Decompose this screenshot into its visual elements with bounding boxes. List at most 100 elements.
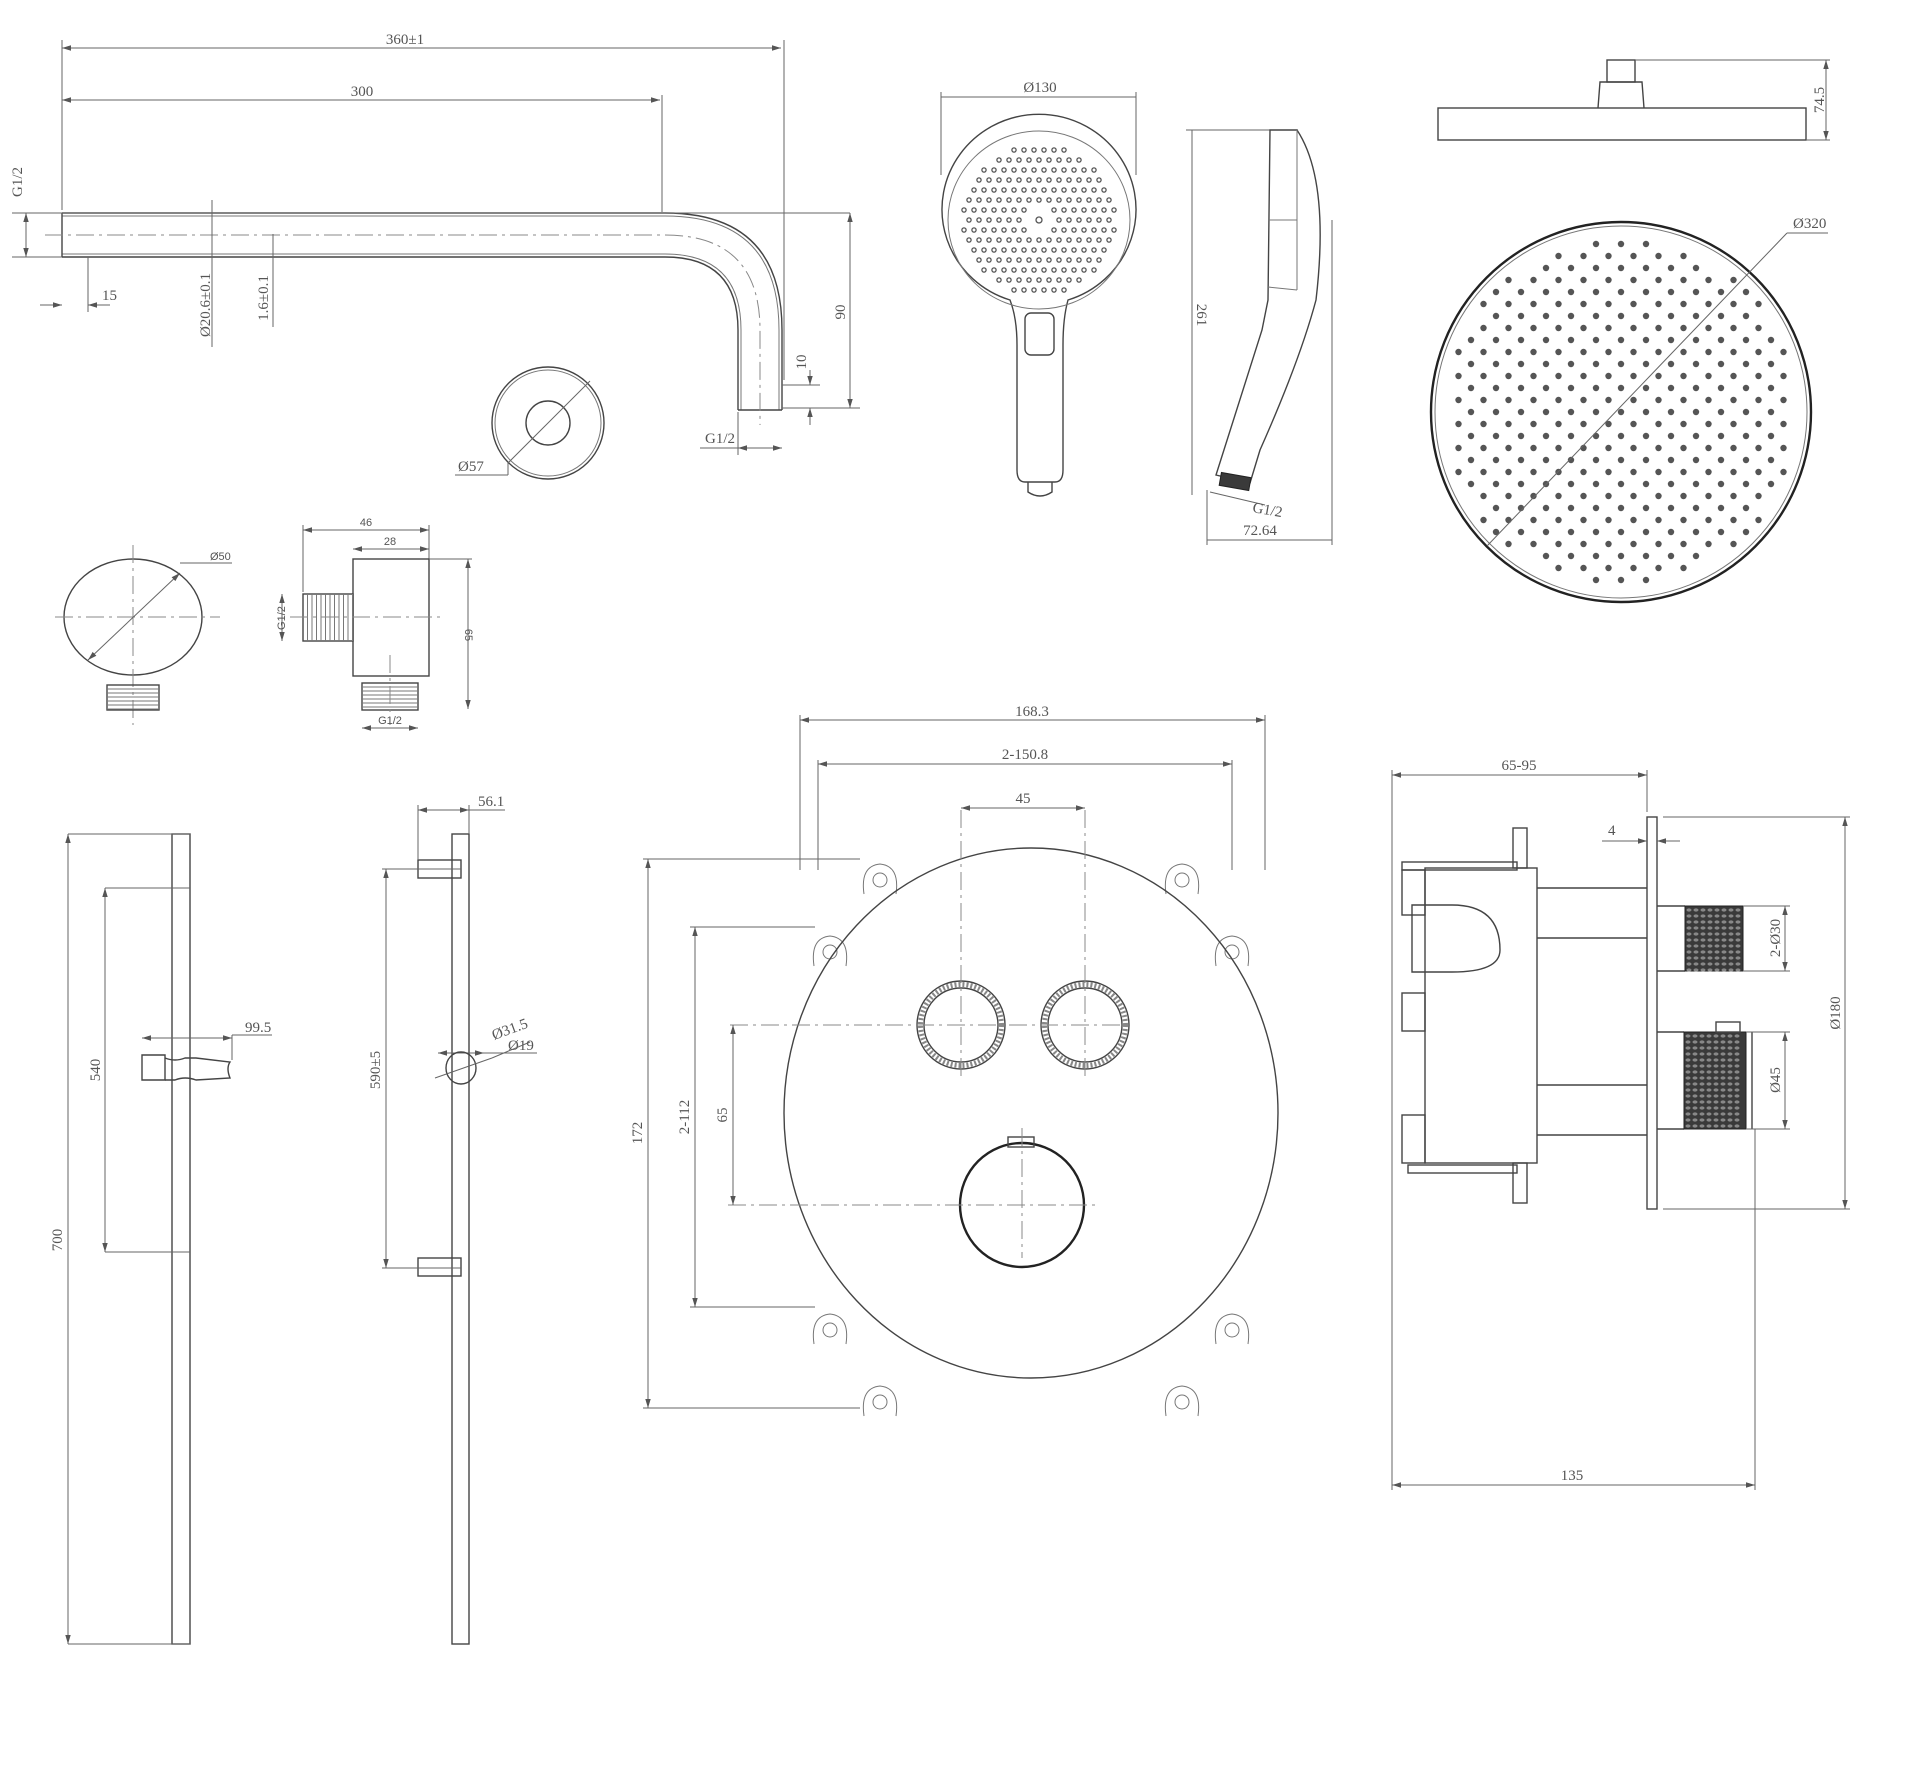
nozzle xyxy=(1617,504,1625,512)
nozzle xyxy=(1692,384,1700,392)
nozzle xyxy=(1655,252,1662,260)
nozzle xyxy=(986,217,992,223)
nozzle xyxy=(1630,420,1637,428)
rain-shower-neck xyxy=(1597,81,1645,109)
nozzle xyxy=(1542,312,1550,320)
nozzle xyxy=(1081,207,1087,213)
nozzle xyxy=(1517,312,1525,320)
nozzle xyxy=(1061,207,1067,213)
knurl-cell xyxy=(1693,944,1699,948)
nozzle xyxy=(1655,372,1662,380)
nozzle xyxy=(1555,324,1562,332)
arm-flange-hole xyxy=(525,400,571,446)
knurl-cell xyxy=(1686,926,1692,930)
nozzle xyxy=(1011,187,1017,193)
nozzle xyxy=(1467,456,1475,464)
nozzle xyxy=(1530,468,1537,476)
knurl-cell xyxy=(1699,1124,1705,1128)
knurl-cell xyxy=(1707,926,1713,930)
nozzle xyxy=(1680,564,1687,572)
knurl-cell xyxy=(1693,914,1699,918)
nozzle xyxy=(1592,408,1600,416)
knurl-cell xyxy=(1692,1058,1698,1062)
knurl-cell xyxy=(1700,944,1706,948)
nozzle xyxy=(1016,177,1022,183)
nozzle xyxy=(1505,324,1512,332)
nozzle xyxy=(1742,312,1750,320)
nozzle xyxy=(1655,300,1662,308)
knurl-cell xyxy=(1720,1040,1726,1044)
nozzle xyxy=(1705,468,1712,476)
nozzle xyxy=(1061,287,1067,293)
nozzle xyxy=(1567,264,1575,272)
hand-shower-connector xyxy=(1027,482,1053,497)
knurl-cell xyxy=(1713,1100,1719,1104)
nozzle xyxy=(1066,217,1072,223)
nozzle xyxy=(1076,237,1082,243)
nozzle xyxy=(981,267,987,273)
nozzle xyxy=(1480,420,1487,428)
knurl-cell xyxy=(1734,1100,1740,1104)
knurl-cell xyxy=(1721,938,1727,942)
nozzle xyxy=(1680,492,1687,500)
nozzle xyxy=(1505,276,1512,284)
nozzle xyxy=(1076,177,1082,183)
nozzle xyxy=(1061,147,1067,153)
rail-holder-cradle xyxy=(164,1057,232,1081)
nozzle xyxy=(1755,324,1762,332)
nozzle xyxy=(1655,396,1662,404)
nozzle xyxy=(1091,247,1097,253)
knurl-cell xyxy=(1699,1082,1705,1086)
knurl-cell xyxy=(1685,1046,1691,1050)
arm-tube-outer-top xyxy=(62,212,783,410)
knurl-cell xyxy=(1721,920,1727,924)
knurl-cell xyxy=(1692,1124,1698,1128)
dim-leader xyxy=(491,1041,531,1059)
nozzle xyxy=(1680,252,1687,260)
nozzle xyxy=(966,217,972,223)
knurl-cell xyxy=(1713,1106,1719,1110)
nozzle xyxy=(1036,277,1042,283)
nozzle xyxy=(1071,267,1077,273)
nozzle xyxy=(1680,276,1687,284)
nozzle xyxy=(1086,217,1092,223)
nozzle xyxy=(1046,237,1052,243)
nozzle xyxy=(1542,360,1550,368)
knurl-cell xyxy=(1735,914,1741,918)
nozzle xyxy=(1096,197,1102,203)
nozzle xyxy=(1767,360,1775,368)
nozzle xyxy=(1006,257,1012,263)
knurl-cell xyxy=(1735,962,1741,966)
nozzle xyxy=(1530,492,1537,500)
nozzle xyxy=(976,197,982,203)
knurl-cell xyxy=(1727,1112,1733,1116)
knurl-cell xyxy=(1685,1124,1691,1128)
nozzle xyxy=(1492,528,1500,536)
nozzle xyxy=(1011,167,1017,173)
nozzle xyxy=(1492,384,1500,392)
nozzle xyxy=(986,257,992,263)
nozzle xyxy=(1016,237,1022,243)
nozzle xyxy=(1667,480,1675,488)
knurl-cell xyxy=(1714,944,1720,948)
slide-rail-side-bar xyxy=(451,833,470,1645)
knurl-cell xyxy=(1699,1052,1705,1056)
nozzle xyxy=(1051,227,1057,233)
nozzle xyxy=(1692,336,1700,344)
nozzle xyxy=(1755,348,1762,356)
nozzle xyxy=(1705,372,1712,380)
nozzle xyxy=(1630,444,1637,452)
nozzle xyxy=(1692,528,1700,536)
nozzle xyxy=(1630,372,1637,380)
nozzle xyxy=(1605,300,1612,308)
nozzle xyxy=(1717,312,1725,320)
nozzle xyxy=(1667,552,1675,560)
nozzle xyxy=(1031,247,1037,253)
nozzle xyxy=(1605,540,1612,548)
nozzle xyxy=(1592,432,1600,440)
nozzle xyxy=(1705,348,1712,356)
nozzle xyxy=(1467,480,1475,488)
nozzle xyxy=(1001,187,1007,193)
nozzle xyxy=(1106,217,1112,223)
